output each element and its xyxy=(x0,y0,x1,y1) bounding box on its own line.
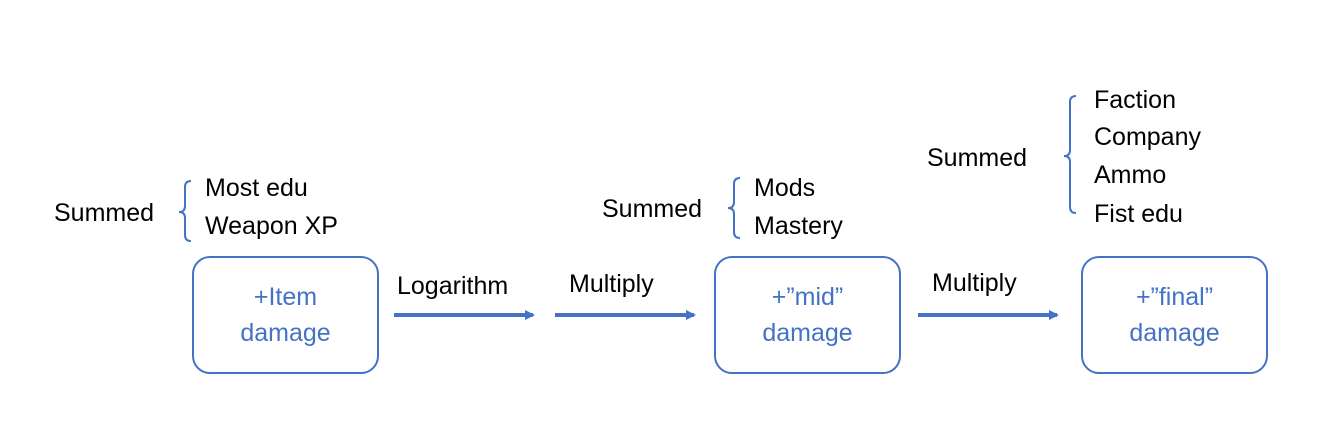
arrow-label-logarithm: Logarithm xyxy=(397,272,509,300)
final-damage-line2: damage xyxy=(1129,319,1220,347)
final-damage-line1: +”final” xyxy=(1135,283,1214,311)
summed-label-1: Summed xyxy=(54,199,155,227)
mid-damage-line2: damage xyxy=(762,319,853,347)
brace-3 xyxy=(1063,95,1077,214)
arrow-label-multiply-1: Multiply xyxy=(569,270,654,298)
item-fist-edu: Fist edu xyxy=(1094,200,1183,228)
final-damage-box: +”final” damage xyxy=(1081,256,1268,374)
item-weapon-xp: Weapon XP xyxy=(205,212,338,240)
mid-damage-line1: +”mid” xyxy=(771,283,844,311)
item-damage-line1: +Item xyxy=(253,283,318,311)
item-faction: Faction xyxy=(1094,86,1176,114)
item-most-edu: Most edu xyxy=(205,174,308,202)
mid-damage-box: +”mid” damage xyxy=(714,256,901,374)
item-mods: Mods xyxy=(754,174,816,202)
summed-label-2: Summed xyxy=(602,195,703,223)
item-ammo: Ammo xyxy=(1094,161,1167,189)
item-company: Company xyxy=(1094,123,1201,151)
brace-2 xyxy=(727,177,741,239)
item-damage-box: +Item damage xyxy=(192,256,379,374)
arrow-label-multiply-2: Multiply xyxy=(932,269,1017,297)
summed-label-3: Summed xyxy=(927,144,1028,172)
brace-1 xyxy=(178,180,192,242)
item-damage-line2: damage xyxy=(240,319,331,347)
item-mastery: Mastery xyxy=(754,212,843,240)
